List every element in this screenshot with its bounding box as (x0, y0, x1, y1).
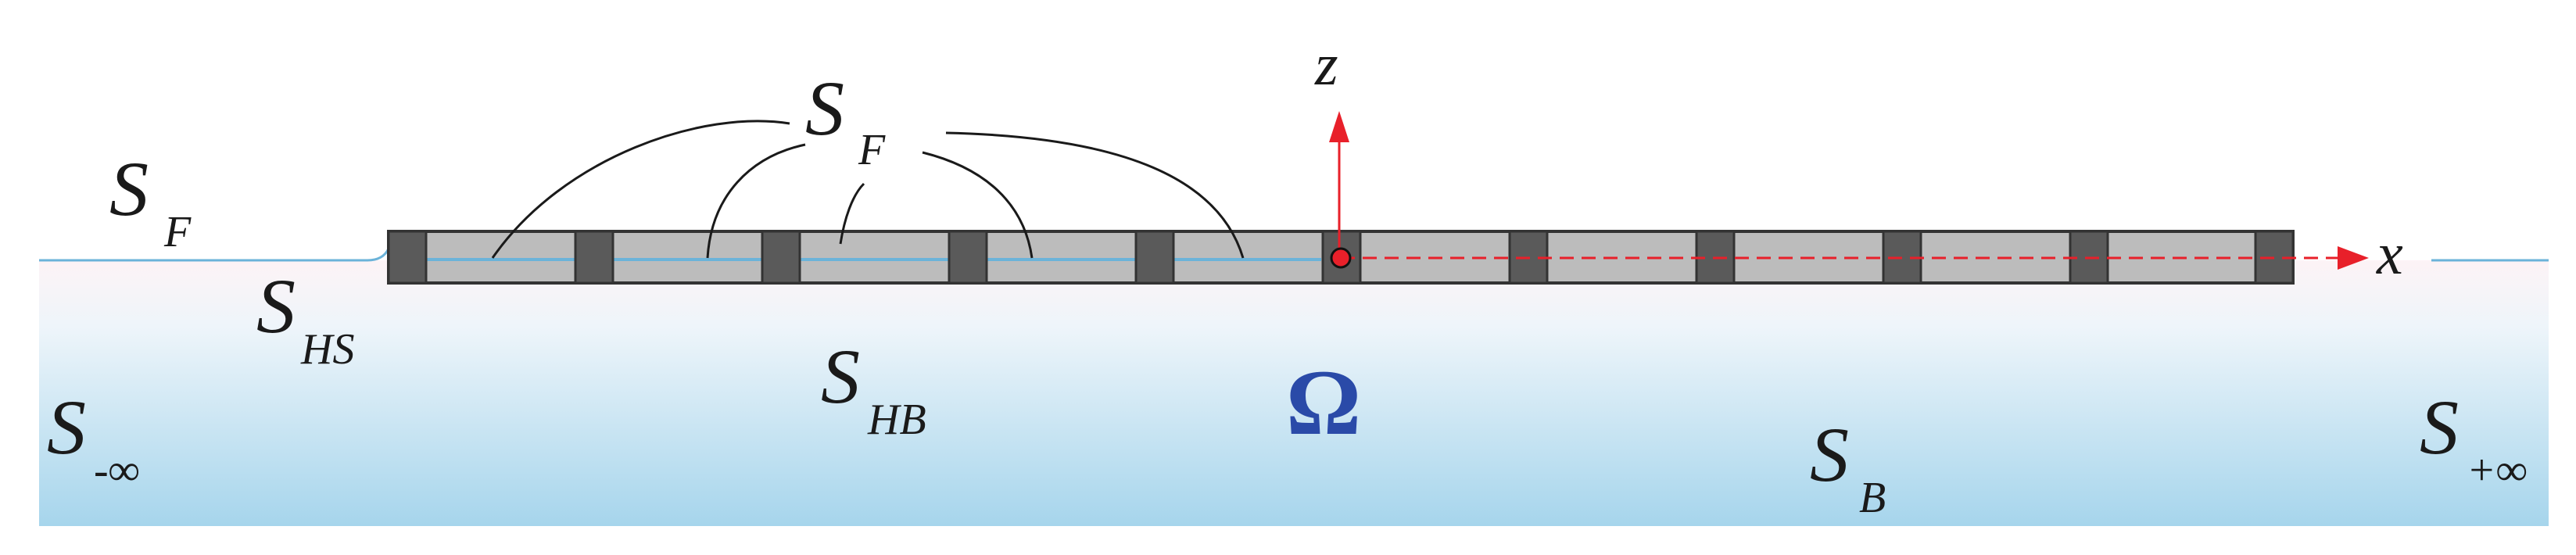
svg-text:S: S (47, 384, 86, 471)
x-axis-arrowhead (2338, 246, 2369, 270)
svg-text:S: S (805, 65, 844, 152)
svg-text:+∞: +∞ (2467, 446, 2528, 495)
fluid-domain (39, 260, 2549, 526)
label-s-plus-infinity: S +∞ (2420, 384, 2528, 495)
label-omega: Ω (1286, 350, 1361, 454)
connector (574, 230, 614, 285)
svg-text:S: S (1810, 411, 1849, 498)
svg-text:F: F (163, 208, 192, 256)
coordinate-axes (1329, 111, 2369, 270)
label-sb: S B (1810, 411, 1886, 522)
label-sf-left: S F (109, 145, 192, 256)
label-shb: S HB (821, 333, 926, 444)
origin-marker (1330, 247, 1352, 269)
label-z-axis: z (1314, 32, 1338, 98)
connector (948, 230, 988, 285)
label-x-axis: x (2376, 221, 2403, 287)
svg-text:HB: HB (867, 396, 926, 444)
svg-text:-∞: -∞ (94, 446, 140, 495)
connector (1134, 230, 1175, 285)
label-shs: S HS (256, 263, 354, 374)
svg-text:S: S (256, 263, 296, 349)
svg-text:S: S (2420, 384, 2459, 471)
svg-text:B: B (1859, 474, 1886, 522)
free-surface-left (39, 248, 390, 262)
svg-text:HS: HS (300, 325, 354, 374)
svg-text:F: F (858, 126, 886, 174)
z-axis-arrowhead (1329, 111, 1349, 142)
connector (761, 230, 801, 285)
svg-text:S: S (109, 145, 149, 232)
sf-pointer-lines (491, 120, 1245, 259)
label-sf-top: S F (805, 65, 886, 174)
label-s-minus-infinity: S -∞ (47, 384, 140, 495)
svg-text:S: S (821, 333, 860, 420)
connector (387, 230, 428, 285)
